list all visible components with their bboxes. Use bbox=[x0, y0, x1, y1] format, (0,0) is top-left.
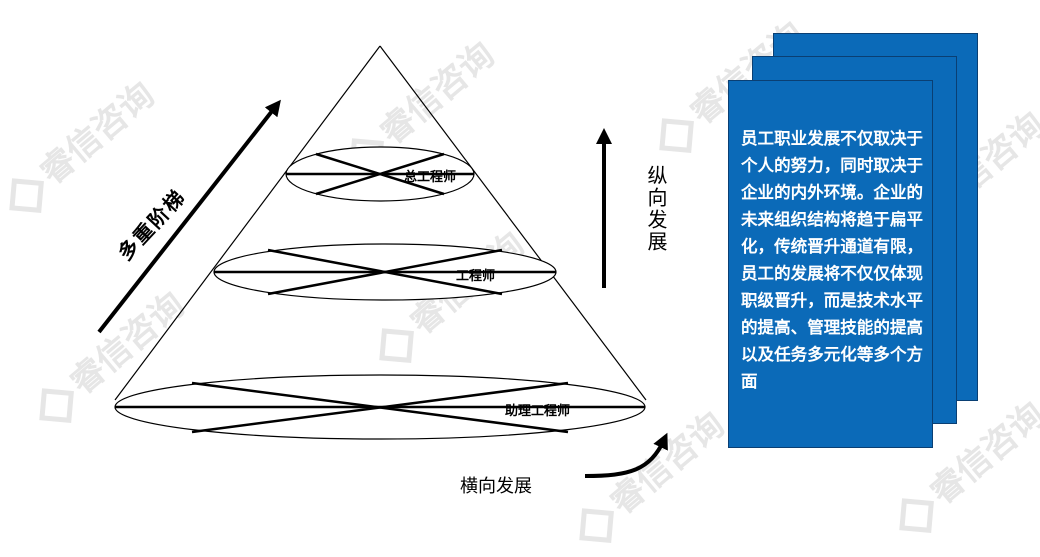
cone bbox=[114, 45, 647, 401]
tier-label-assistant-engineer: 助理工程师 bbox=[505, 404, 571, 419]
cone-right-edge bbox=[379, 45, 647, 401]
career-pyramid-diagram bbox=[97, 45, 668, 478]
diagonal-arrow bbox=[97, 99, 281, 334]
tier-middle bbox=[213, 243, 557, 301]
tier-top bbox=[285, 146, 475, 202]
tier-label-engineer: 工程师 bbox=[456, 269, 496, 284]
tier-middle-divider bbox=[267, 248, 503, 296]
cone-left-edge bbox=[114, 45, 381, 401]
horizontal-label: 横向发展 bbox=[460, 476, 532, 497]
info-card: 员工职业发展不仅取决于个人的努力，同时取决于企业的内外环境。企业的未来组织结构将… bbox=[728, 80, 933, 448]
vertical-label: 纵向发展 bbox=[644, 165, 668, 253]
tier-bottom-divider bbox=[191, 381, 569, 434]
tier-label-chief-engineer: 总工程师 bbox=[404, 170, 457, 185]
tier-top-divider bbox=[315, 152, 445, 196]
horizontal-arrow bbox=[584, 432, 668, 478]
info-card-text: 员工职业发展不仅取决于个人的努力，同时取决于企业的内外环境。企业的未来组织结构将… bbox=[741, 129, 923, 391]
tier-bottom bbox=[114, 374, 646, 440]
